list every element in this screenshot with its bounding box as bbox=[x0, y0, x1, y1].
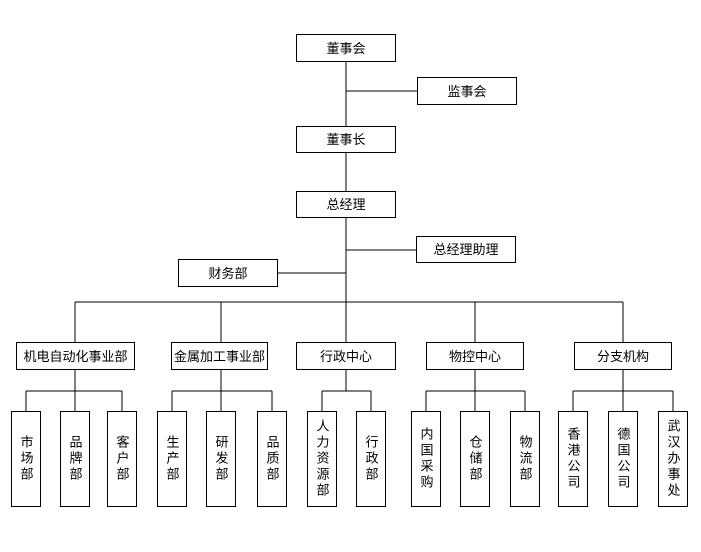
node-division-admin-center: 行政中心 bbox=[296, 342, 396, 370]
node-dept-wuhan-office: 武汉办事处 bbox=[658, 411, 688, 507]
node-gm-assistant: 总经理助理 bbox=[416, 236, 516, 263]
node-division-material-control: 物控中心 bbox=[426, 342, 524, 370]
node-dept-rnd: 研发部 bbox=[206, 411, 236, 507]
node-dept-quality: 品质部 bbox=[257, 411, 287, 507]
node-board: 董事会 bbox=[296, 34, 396, 62]
node-supervisory-board: 监事会 bbox=[417, 77, 517, 105]
node-dept-customer: 客户部 bbox=[107, 411, 137, 507]
node-dept-brand: 品牌部 bbox=[60, 411, 90, 507]
node-division-branches: 分支机构 bbox=[574, 342, 672, 370]
node-dept-hongkong-company: 香港公司 bbox=[558, 411, 588, 507]
node-dept-marketing: 市场部 bbox=[11, 411, 41, 507]
node-general-manager: 总经理 bbox=[296, 191, 396, 218]
node-dept-logistics: 物流部 bbox=[510, 411, 540, 507]
node-dept-admin: 行政部 bbox=[356, 411, 386, 507]
node-division-electromechanical: 机电自动化事业部 bbox=[16, 342, 135, 370]
node-dept-production: 生产部 bbox=[157, 411, 187, 507]
node-chairman: 董事长 bbox=[296, 126, 396, 153]
node-division-metal-processing: 金属加工事业部 bbox=[171, 342, 268, 370]
node-finance-dept: 财务部 bbox=[178, 259, 278, 287]
node-dept-warehouse: 仓储部 bbox=[460, 411, 490, 507]
node-dept-germany-company: 德国公司 bbox=[608, 411, 638, 507]
node-dept-hr: 人力资源部 bbox=[307, 411, 337, 507]
node-dept-domestic-purchasing: 内国采购 bbox=[411, 411, 441, 507]
